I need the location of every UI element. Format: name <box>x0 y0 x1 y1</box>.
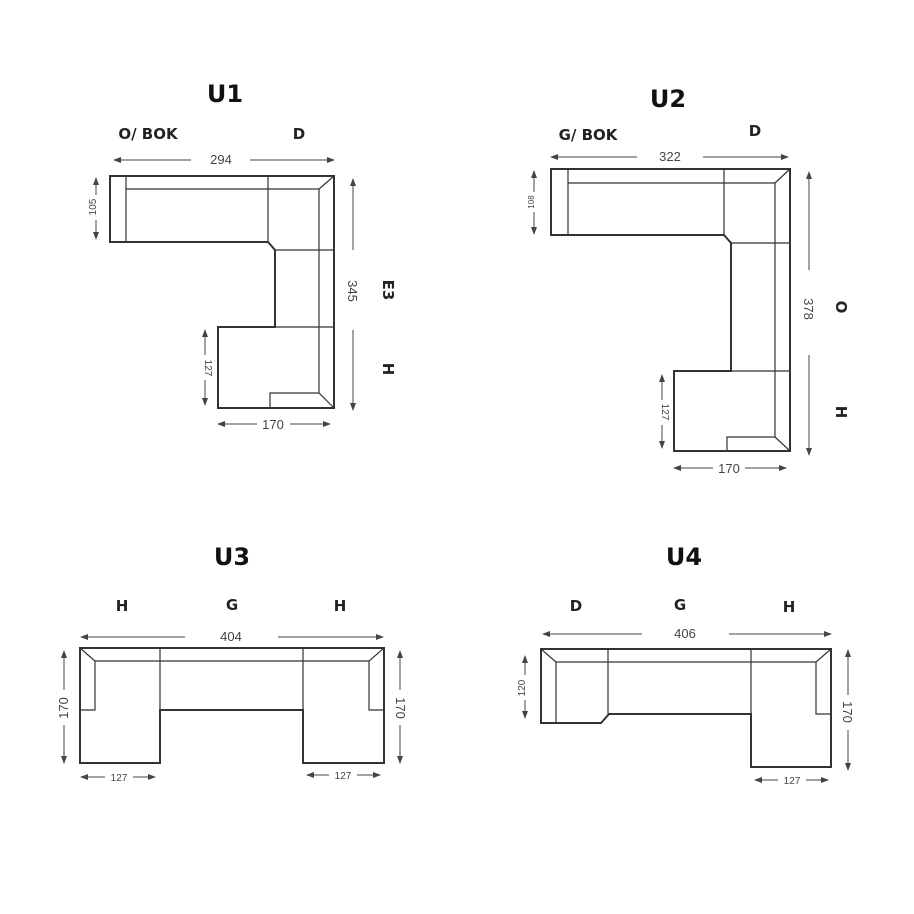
svg-text:345: 345 <box>345 280 360 302</box>
diagram-u1: U1 O/ BOK D E3 H 294 105 345 127 <box>88 80 397 432</box>
svg-text:404: 404 <box>220 629 242 644</box>
svg-text:170: 170 <box>718 461 740 476</box>
dimension-height: 378 <box>801 171 816 456</box>
dimension-width: 406 <box>542 626 832 641</box>
module-label: D <box>749 122 761 140</box>
module-label: D <box>293 125 305 143</box>
diagram-title: U2 <box>650 85 686 113</box>
module-label: O <box>832 301 850 314</box>
svg-text:170: 170 <box>262 417 284 432</box>
diagram-title: U4 <box>666 543 702 571</box>
diagram-title: U1 <box>207 80 243 108</box>
module-label: E3 <box>379 280 397 301</box>
svg-text:170: 170 <box>840 701 855 723</box>
svg-text:127: 127 <box>335 771 352 782</box>
dimension-right-width: 127 <box>754 776 829 787</box>
svg-text:294: 294 <box>210 152 232 167</box>
diagram-u3: U3 H G H 404 170 170 127 127 <box>56 543 408 784</box>
dimension-bottom-width: 170 <box>673 461 787 476</box>
module-label: H <box>379 363 397 376</box>
module-label: H <box>783 598 796 616</box>
module-label: H <box>832 406 850 419</box>
dimension-height: 345 <box>345 178 360 411</box>
svg-text:170: 170 <box>393 697 408 719</box>
module-label: G/ BOK <box>559 126 619 144</box>
dimension-bottom-depth: 127 <box>659 374 670 449</box>
diagram-title: U3 <box>214 543 250 571</box>
module-label: O/ BOK <box>118 125 179 143</box>
svg-text:322: 322 <box>659 149 681 164</box>
dimension-width: 404 <box>80 629 384 644</box>
dimension-left-width: 127 <box>80 773 156 784</box>
dimension-right-height: 170 <box>840 649 855 771</box>
diagram-u2: U2 G/ BOK D O H 322 108 378 127 170 <box>527 85 850 476</box>
module-label: H <box>334 597 347 615</box>
svg-text:127: 127 <box>784 776 801 787</box>
svg-text:127: 127 <box>202 360 213 377</box>
dimension-depth-left: 108 <box>527 170 537 235</box>
dimension-right-width: 127 <box>306 771 381 782</box>
svg-text:378: 378 <box>801 298 816 320</box>
svg-text:105: 105 <box>88 198 99 215</box>
svg-text:170: 170 <box>56 697 71 719</box>
dimension-bottom-depth: 127 <box>202 329 213 406</box>
module-label: G <box>674 596 686 614</box>
svg-text:406: 406 <box>674 626 696 641</box>
dimension-depth-left: 105 <box>88 177 99 240</box>
dimension-left-height: 170 <box>56 650 71 764</box>
dimension-right-height: 170 <box>393 650 408 764</box>
module-label: G <box>226 596 238 614</box>
svg-text:127: 127 <box>111 773 128 784</box>
dimension-width: 322 <box>550 149 789 164</box>
diagram-u4: U4 D G H 406 120 170 127 <box>517 543 855 787</box>
module-label: D <box>570 597 582 615</box>
svg-text:108: 108 <box>527 195 536 209</box>
dimension-left-height: 120 <box>517 655 528 719</box>
module-label: H <box>116 597 129 615</box>
svg-text:120: 120 <box>517 679 528 696</box>
svg-text:127: 127 <box>659 404 670 421</box>
dimension-width: 294 <box>113 152 335 167</box>
dimension-bottom-width: 170 <box>217 417 331 432</box>
